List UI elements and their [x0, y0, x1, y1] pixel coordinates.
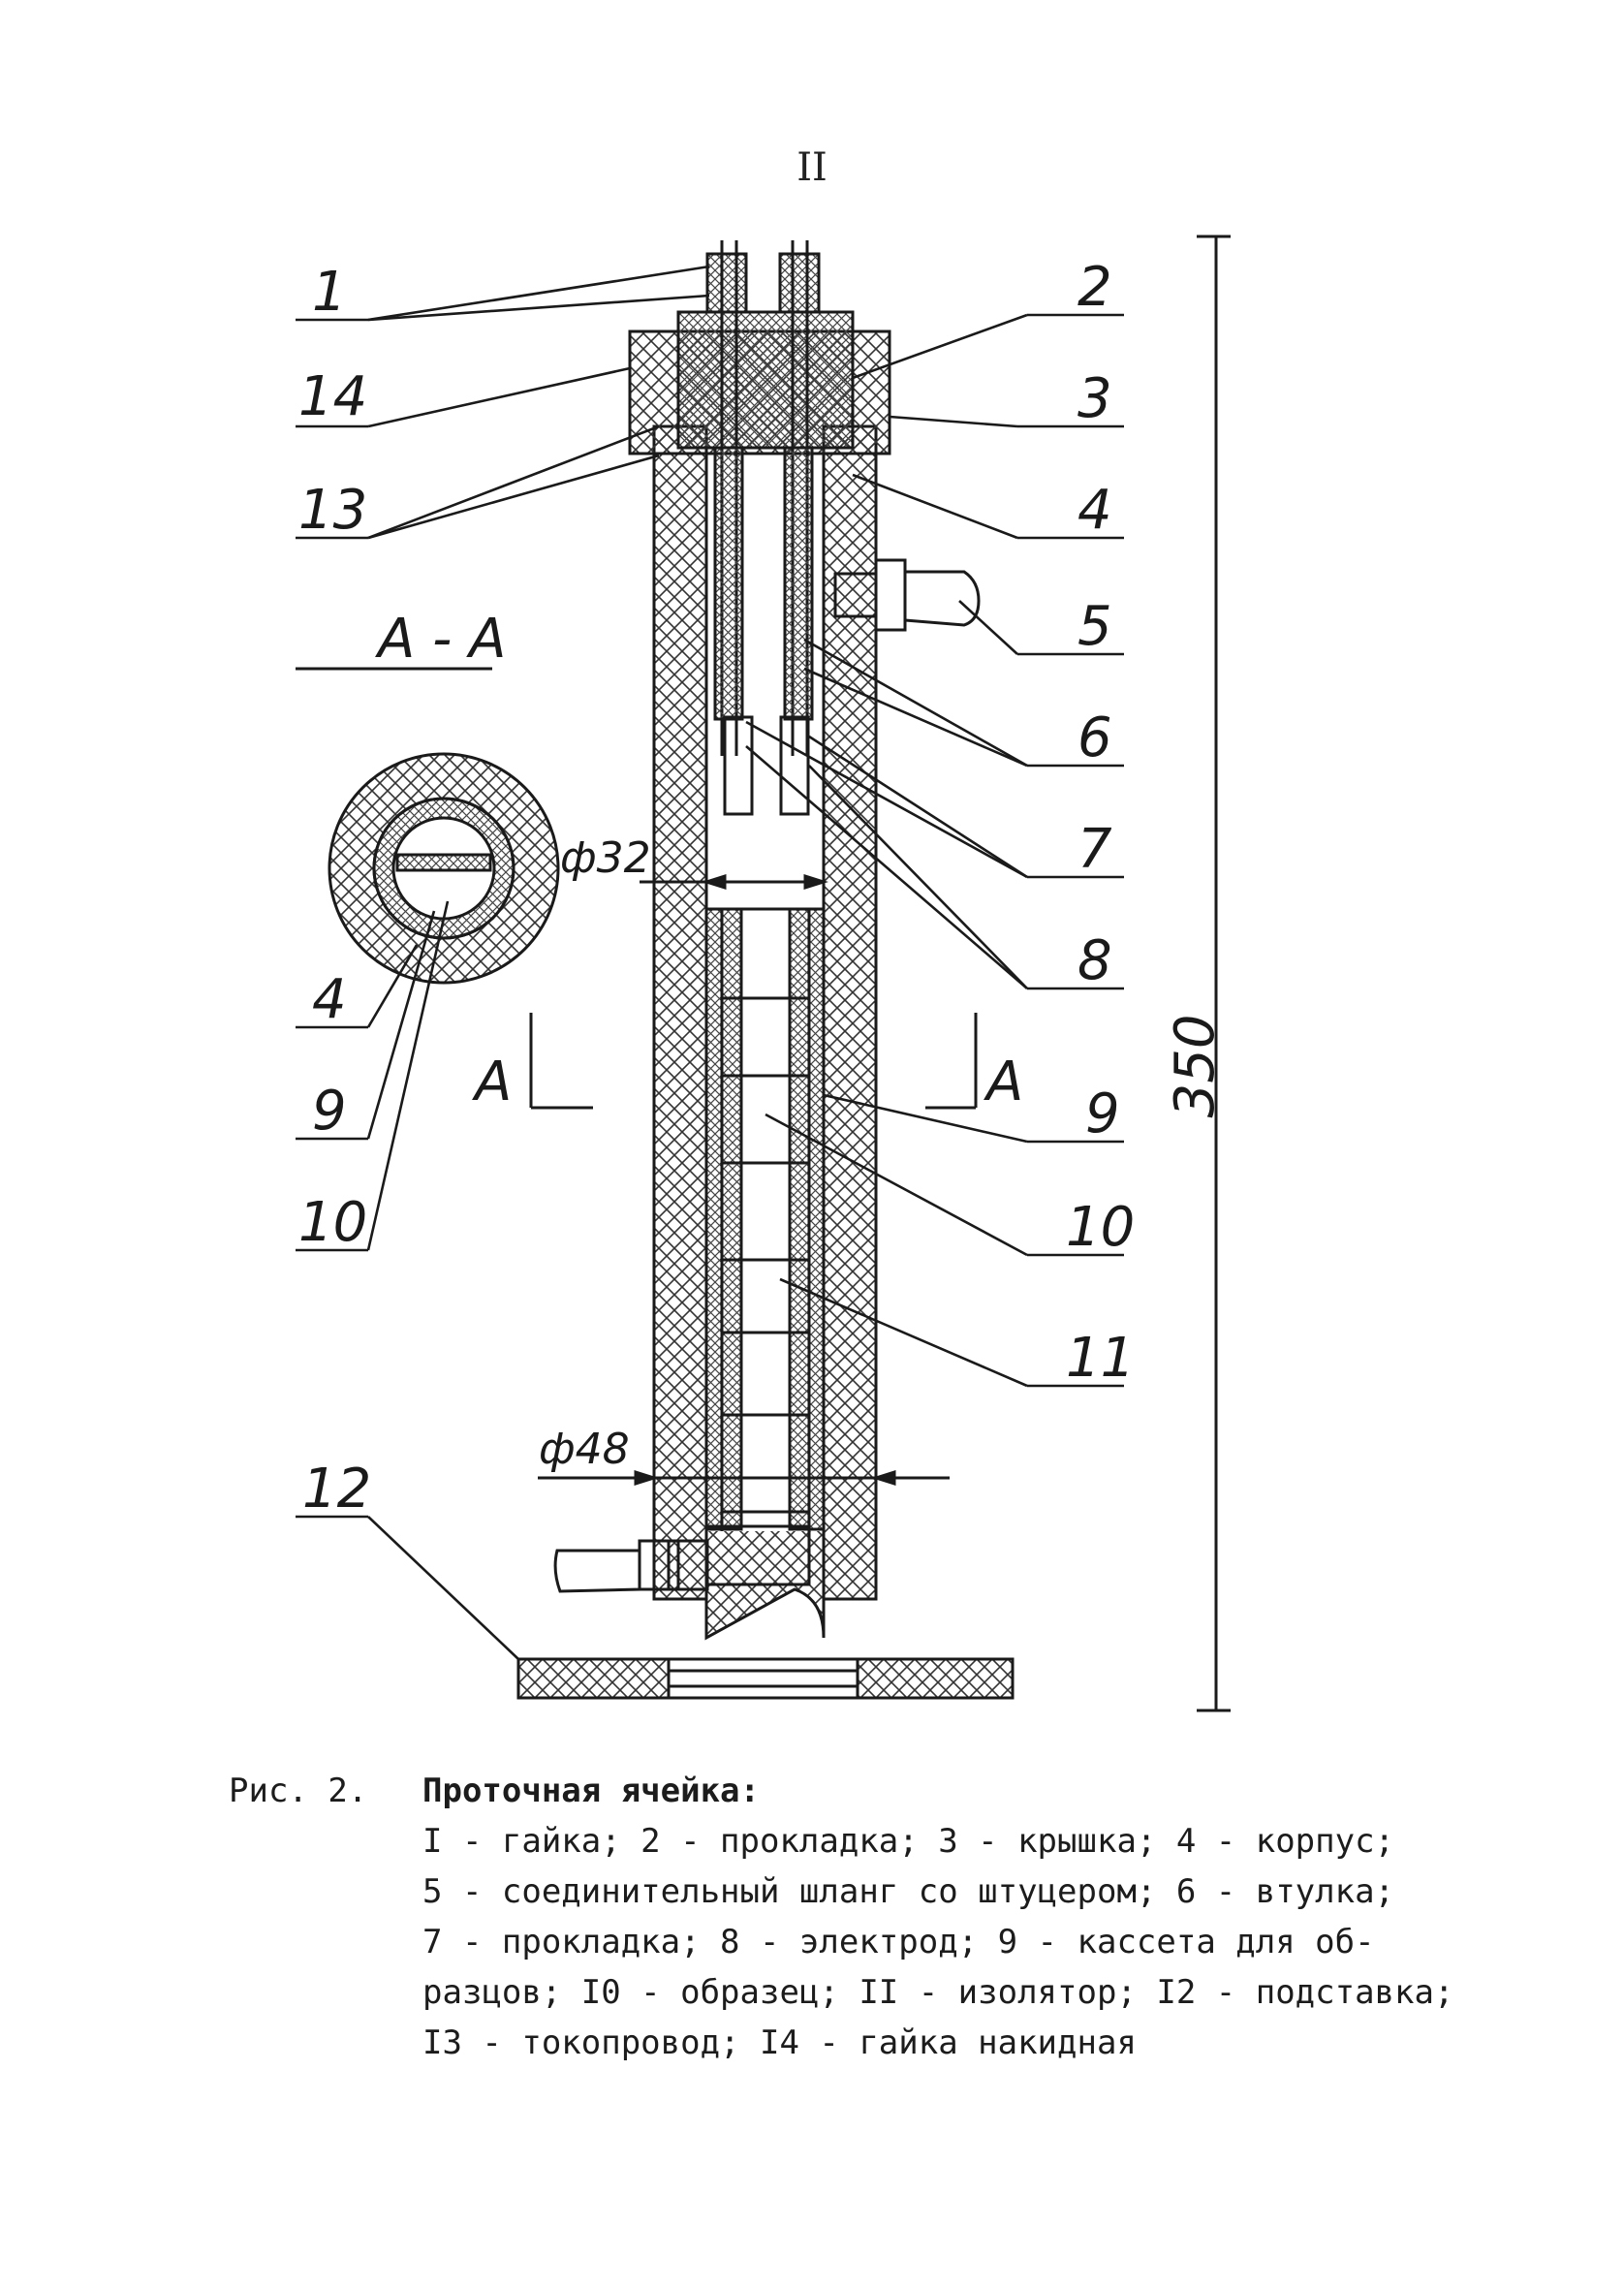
dimension-d32-label: ф32 [560, 833, 651, 883]
label-1: 1 [312, 261, 347, 324]
hose-bottom [553, 1539, 709, 1593]
hose-top [833, 558, 981, 632]
samples [720, 907, 811, 1531]
leader-lines [296, 265, 1124, 1660]
section-mark-right [925, 1013, 978, 1110]
caption-line: 5 - соединительный шланг со штуцером; 6 … [422, 1872, 1395, 1911]
label-10: 10 [1066, 1196, 1135, 1259]
stand [516, 1657, 1015, 1700]
body-wall-left [652, 424, 708, 1601]
caption-figure-number: Рис. 2. [229, 1772, 368, 1810]
label-13: 13 [298, 479, 367, 542]
caption-line: I - гайка; 2 - прокладка; 3 - крышка; 4 … [422, 1822, 1395, 1861]
electrodes [723, 715, 810, 816]
page-number: II [796, 145, 828, 190]
label-2: 2 [1077, 256, 1112, 319]
section-mark-a-right: А [984, 1051, 1023, 1114]
label-8: 8 [1077, 929, 1112, 992]
section-mark-a-left: А [472, 1051, 512, 1114]
label-6: 6 [1077, 706, 1112, 769]
dimension-d32 [640, 873, 828, 891]
caption-line: I3 - токопровод; I4 - гайка накидная [422, 2023, 1137, 2062]
label-5: 5 [1077, 595, 1112, 658]
dimension-350 [1197, 235, 1231, 1712]
flow-cell-drawing: 1 14 13 2 3 4 5 6 7 8 9 10 11 12 А - А 4… [296, 235, 1231, 1712]
figure-caption: Рис. 2. Проточная ячейка: I - гайка; 2 -… [229, 1766, 1488, 2068]
dimension-d48 [538, 1469, 950, 1487]
label-7: 7 [1077, 818, 1112, 881]
caption-line: разцов; I0 - образец; II - изолятор; I2 … [422, 1973, 1454, 2012]
cassette [704, 907, 743, 1531]
label-3: 3 [1077, 367, 1112, 430]
label-14: 14 [298, 365, 367, 428]
label-11: 11 [1066, 1327, 1135, 1390]
dimension-350-label: 350 [1164, 1015, 1227, 1118]
caption-line: 7 - прокладка; 8 - электрод; 9 - кассета… [422, 1923, 1375, 1961]
label-4: 4 [1077, 479, 1112, 542]
section-label-4: 4 [312, 968, 347, 1031]
cover [676, 310, 855, 450]
section-aa-view [296, 667, 560, 985]
body-wall-right [822, 424, 878, 1601]
sleeves [713, 446, 814, 721]
caption-title: Проточная ячейка: [422, 1772, 760, 1810]
section-mark-left [529, 1013, 593, 1110]
section-label-9: 9 [312, 1080, 347, 1143]
dimension-d48-label: ф48 [539, 1425, 630, 1474]
section-label-10: 10 [298, 1191, 367, 1254]
section-title: А - А [375, 608, 506, 671]
label-12: 12 [302, 1458, 371, 1521]
label-9: 9 [1085, 1082, 1120, 1145]
